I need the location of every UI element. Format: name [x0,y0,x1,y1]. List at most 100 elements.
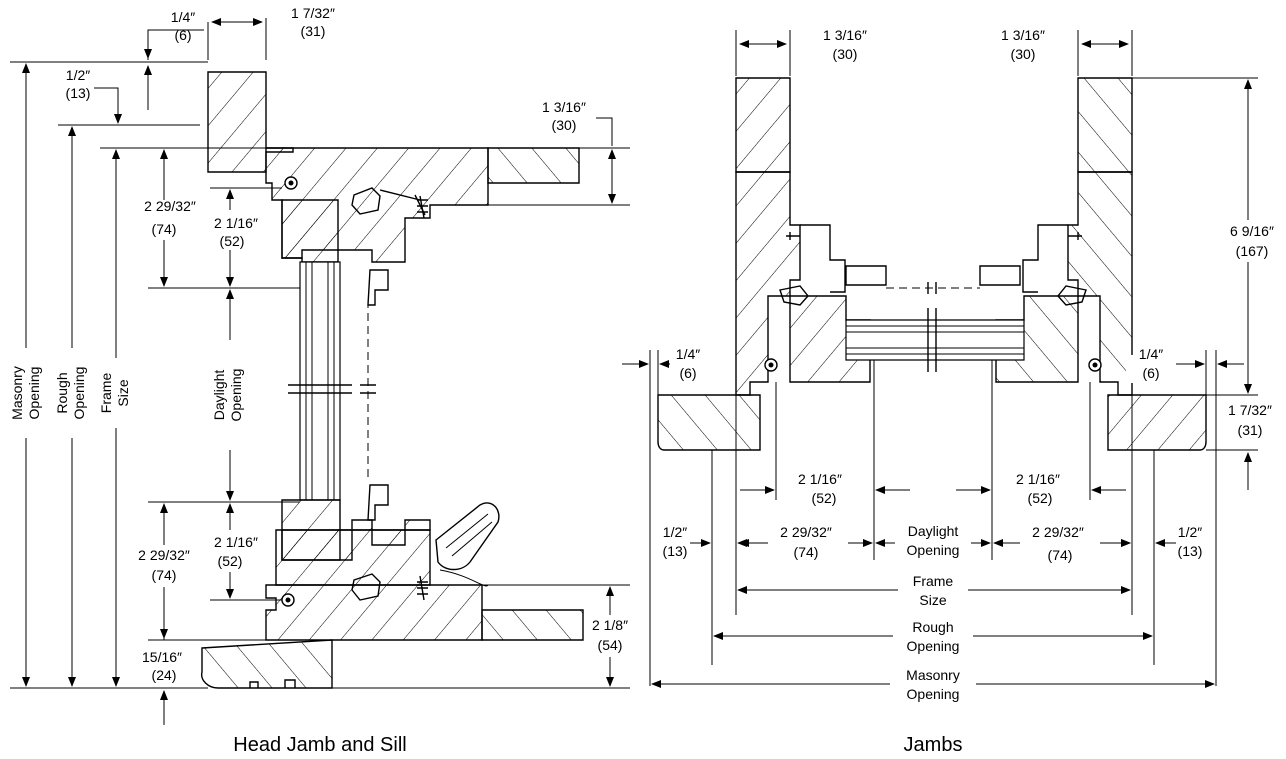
jamb-outer-left-inch: 2 29/32″ [780,524,832,540]
handle-detail [445,513,493,557]
sill-clip [367,484,389,521]
half-leader [94,87,119,121]
top-right-inch: 1 3/16″ [542,99,586,115]
head-outer-mask [120,200,210,240]
jambs-dimensions: 1 3/16″ (30) 1 3/16″ (30) 6 9/16″ (167) … [622,27,1284,756]
jamb-half-right-mm: (13) [1178,543,1203,559]
sill-outer-mask [120,545,210,587]
daylight-line2: Opening [228,369,244,422]
jamb-outer-right-mm: (74) [1048,547,1073,563]
head-screw [417,195,428,219]
jro-mask [893,616,973,656]
daylight-mask [212,340,248,450]
jamb-daylight-line2: Opening [907,542,960,558]
jamb-outer-right-inch: 2 29/32″ [1032,524,1084,540]
top-offset-mm: (6) [174,27,191,43]
jamb-stop-break [927,282,937,294]
jamb-inner-left-inch: 2 1/16″ [798,471,842,487]
jamb-right-sill-mm: (31) [1238,422,1263,438]
jamb-frame-line1: Frame [913,573,954,589]
top-width-inch: 1 7/32″ [291,5,335,21]
jamb-rough-line1: Rough [912,619,953,635]
rough-label-line1: Rough [54,372,70,413]
right-masonry-sill [1107,394,1207,451]
masonry-label-line1: Masonry [9,366,25,420]
top-width-mm: (31) [301,23,326,39]
masonry-label-mask [10,348,44,438]
sill-bottom-mm: (24) [152,667,177,683]
sill-frame-inner-inch: 2 1/16″ [214,534,258,550]
frame-label-mask [100,358,134,428]
frame-label-line1: Frame [98,373,114,414]
head-exterior-trim [487,147,580,184]
jamb-rough-line2: Opening [907,638,960,654]
half-inch-inch: 1/2″ [66,67,90,83]
jamb-top-right-mm: (30) [1011,46,1036,62]
jamb-right-quarter-inch: 1/4″ [1139,346,1163,362]
jamb-half-right-inch: 1/2″ [1178,524,1202,540]
left-metal-clip [800,224,846,293]
sill-operator-handle [435,502,500,571]
head-frame-inner-inch: 2 1/16″ [214,215,258,231]
jamb-right-quarter-mm: (6) [1142,365,1159,381]
jdl-mask [895,520,971,560]
stop-break-mark [360,384,376,394]
sr-mask [585,615,635,657]
sill-gasket-core [285,597,291,603]
top-offset-inch: 1/4″ [171,9,195,25]
sill-main [265,584,483,641]
daylight-line1: Daylight [211,370,227,421]
jamb-daylight-line1: Daylight [908,523,959,539]
left-stop [845,265,887,286]
jamb-inner-left-mm: (52) [812,490,837,506]
sill-frame-body [275,529,431,586]
right-gasket-core [1092,362,1098,368]
right-metal-clip [1022,224,1068,293]
right-fastener [1068,232,1082,240]
left-jamb-masonry [735,77,791,173]
jrq-mask [1126,355,1176,383]
jamb-inner-right-inch: 2 1/16″ [1016,471,1060,487]
rough-label-mask [56,348,90,438]
sill-bottom-inch: 15/16″ [142,649,182,665]
sill-frame-inner-mm: (52) [218,553,243,569]
jfs-mask [898,570,968,610]
jamb-right-sill-inch: 1 7/32″ [1228,402,1272,418]
right-stop [979,265,1021,286]
head-sill-caption: Head Jamb and Sill [233,734,406,756]
jambs-section [657,77,1207,451]
left-masonry-sill [657,394,761,451]
head-frame-outer-mm: (74) [152,221,177,237]
jamb-top-right-inch: 1 3/16″ [1001,27,1045,43]
frame-label-line2: Size [115,379,131,406]
jol-mask [768,528,848,564]
head-inner-mask [198,210,270,250]
left-weatherstrip [779,285,809,306]
jambs-caption: Jambs [904,734,963,756]
jamb-right-height-mm: (167) [1236,243,1269,259]
jor-mask [1020,528,1100,568]
jmo-mask [890,664,976,704]
handle-arc [439,569,489,587]
sill-hardware [351,573,428,601]
head-clip [367,269,389,306]
jamb-top-left-inch: 1 3/16″ [823,27,867,43]
head-gasket-core [288,180,294,186]
jlq-mask [670,355,722,383]
masonry-label-line2: Opening [26,367,42,420]
jamb-half-left-mm: (13) [663,543,688,559]
jamb-break-mark [927,308,937,372]
jamb-masonry-line2: Opening [907,686,960,702]
jamb-left-quarter-mm: (6) [679,365,696,381]
left-fastener [786,232,800,240]
jamb-outer-left-mm: (74) [794,544,819,560]
rough-label-line2: Opening [71,367,87,420]
jamb-half-left-inch: 1/2″ [663,524,687,540]
sill-right-mm: (54) [598,637,623,653]
head-frame-inner-mm: (52) [220,233,245,249]
tr-leader [596,117,613,146]
sill-frame-outer-mm: (74) [152,567,177,583]
jamb-right-height-inch: 6 9/16″ [1230,223,1274,239]
jrh-mask [1220,220,1284,262]
